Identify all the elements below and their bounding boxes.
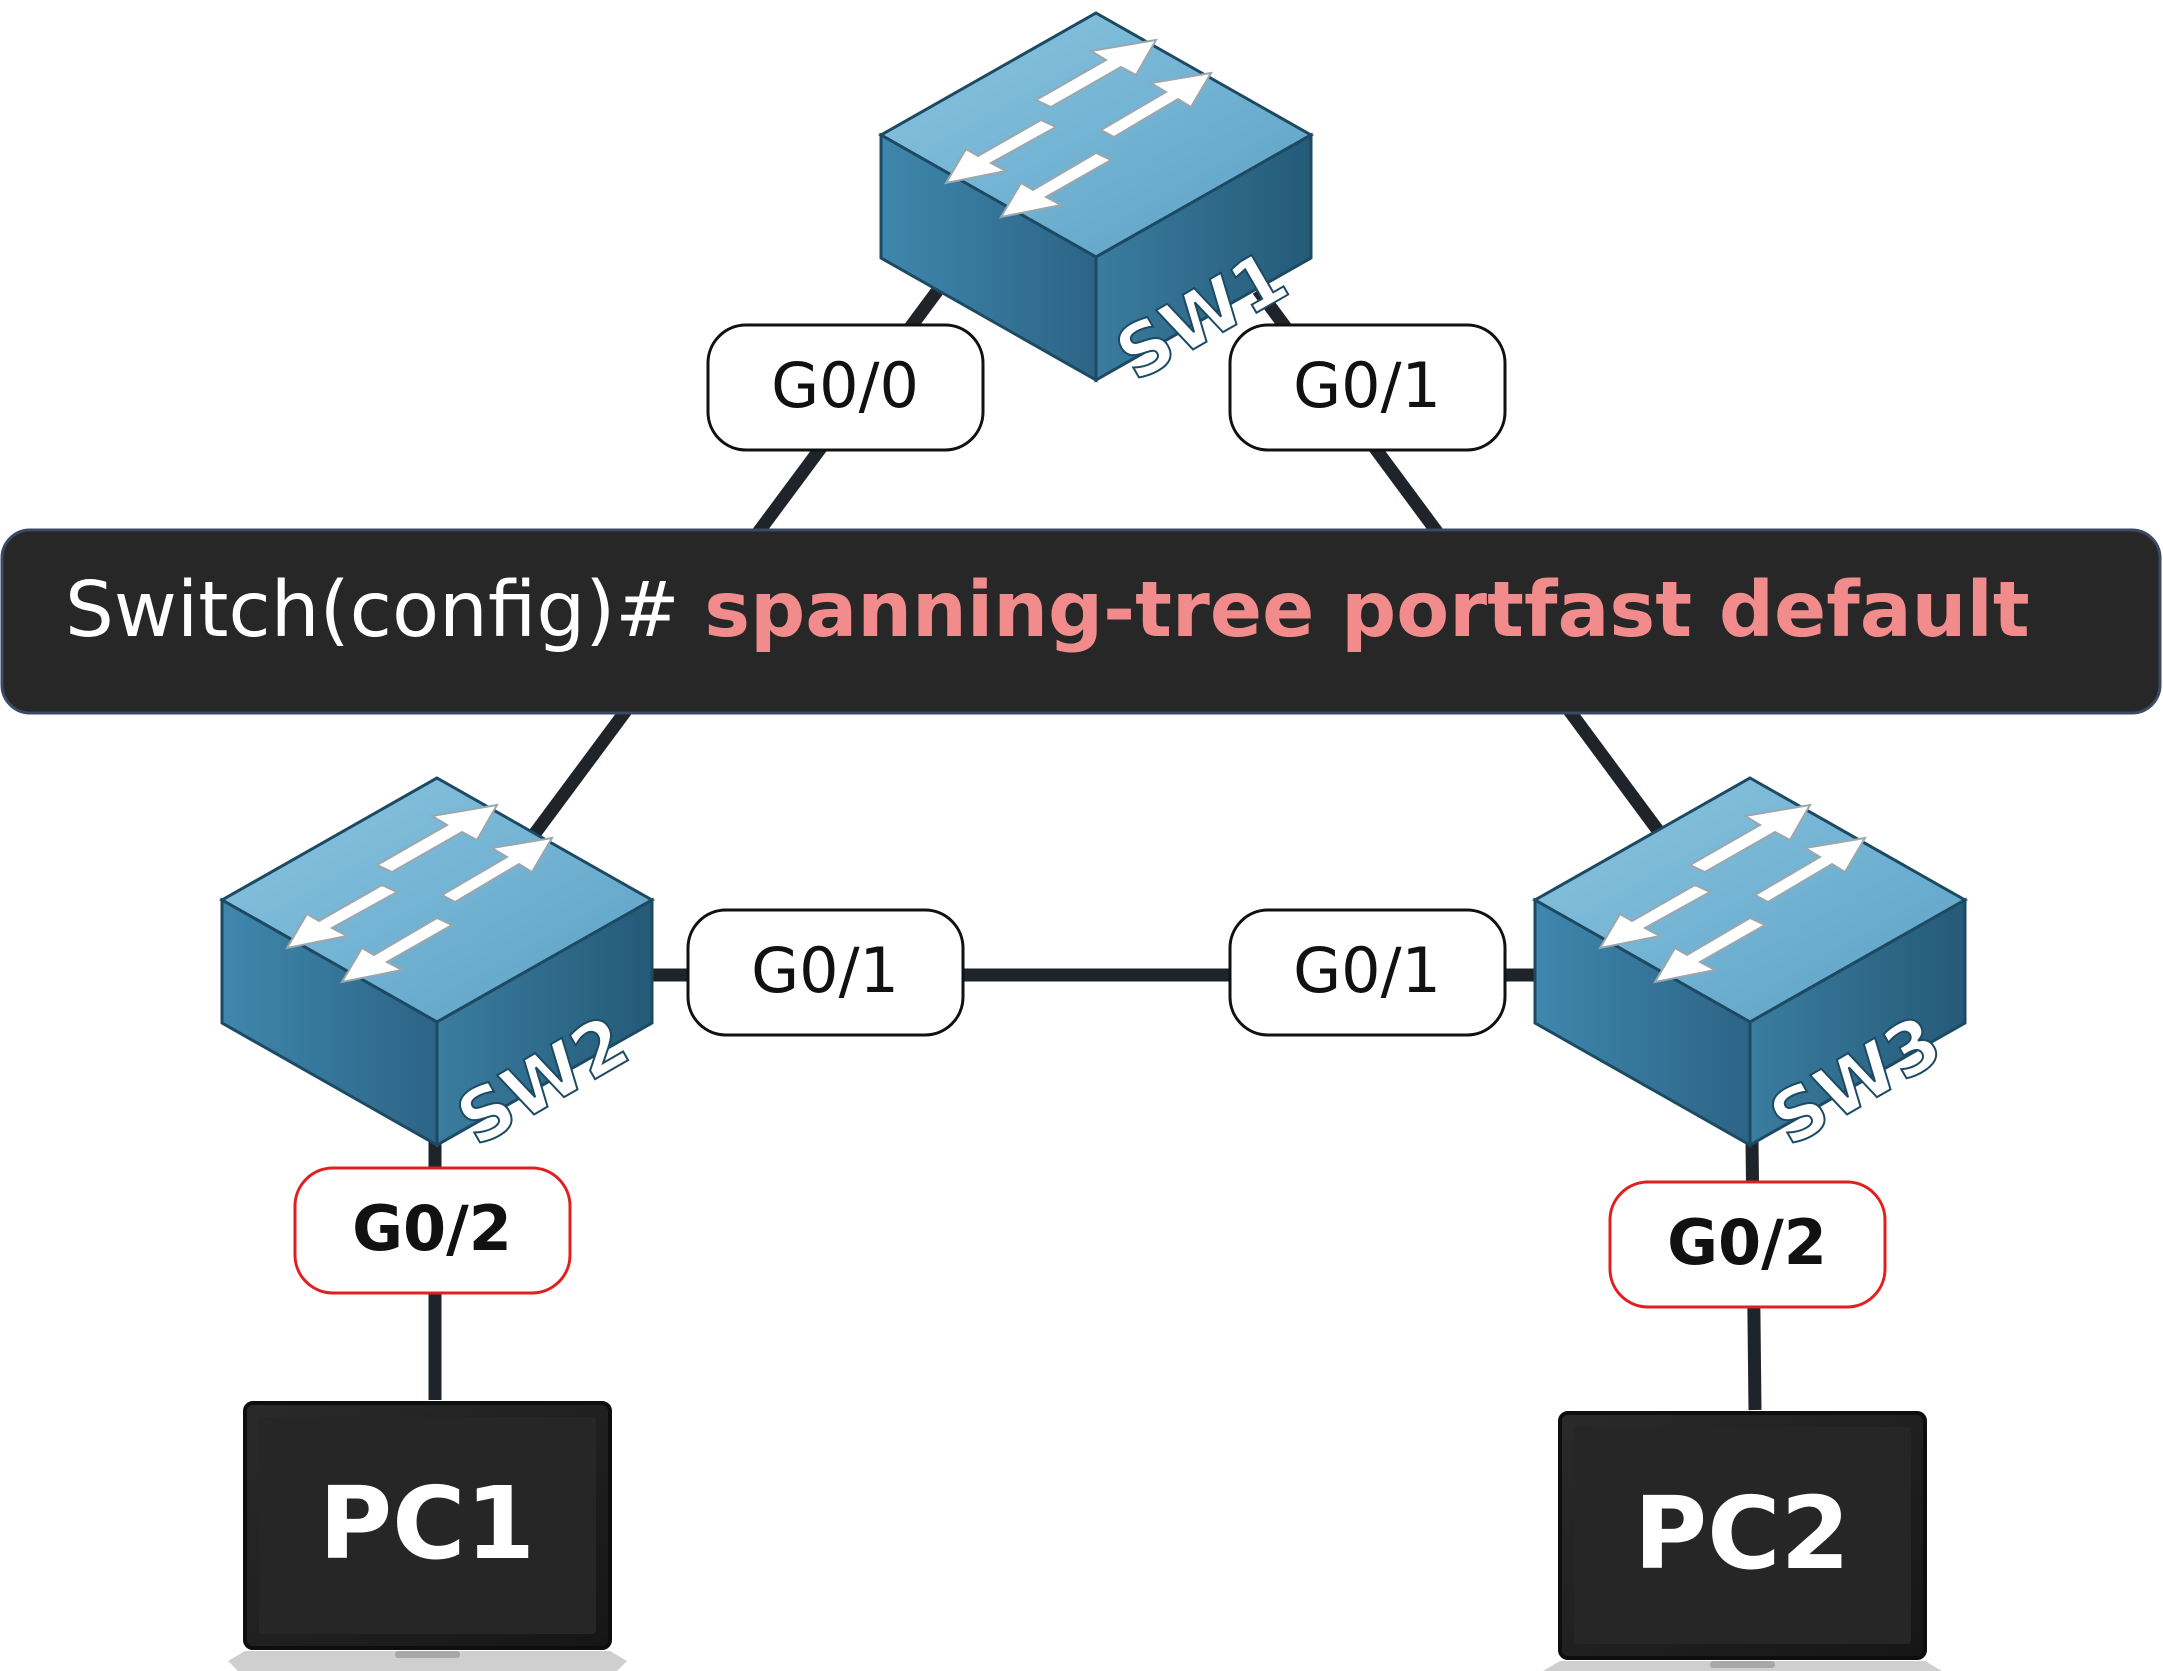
command-line: Switch(config)# spanning-tree portfast d… bbox=[65, 566, 2030, 655]
command-banner: Switch(config)# spanning-tree portfast d… bbox=[0, 528, 2162, 715]
port-label-sw1-g0-0: G0/0 bbox=[706, 323, 985, 452]
command-banner-bg bbox=[0, 528, 2162, 715]
port-label-sw3-g0-1-text: G0/1 bbox=[1293, 934, 1441, 1007]
port-label-sw1-g0-0-text: G0/0 bbox=[771, 349, 919, 422]
port-label-sw2-g0-1: G0/1 bbox=[686, 908, 965, 1037]
switch-sw2[interactable]: SW2 bbox=[220, 776, 654, 1163]
port-label-sw3-g0-2: G0/2 bbox=[1608, 1180, 1887, 1309]
port-label-sw1-g0-1: G0/1 bbox=[1228, 323, 1507, 452]
laptop-pc2-label: PC2 bbox=[1634, 1475, 1850, 1592]
port-label-sw2-g0-2-text: G0/2 bbox=[352, 1192, 512, 1265]
port-label-sw2-g0-1-text: G0/1 bbox=[751, 934, 899, 1007]
switch-sw3[interactable]: SW3 bbox=[1533, 776, 1967, 1163]
port-label-sw3-g0-1: G0/1 bbox=[1228, 908, 1507, 1037]
links bbox=[428, 286, 1762, 1411]
command-highlight: spanning-tree portfast default bbox=[704, 566, 2029, 655]
laptop-pc2[interactable]: PC2 bbox=[1541, 1411, 1944, 1671]
laptop-pc1[interactable]: PC1 bbox=[226, 1401, 629, 1671]
command-prompt: Switch(config)# bbox=[65, 566, 704, 655]
laptop-pc1-label: PC1 bbox=[319, 1465, 535, 1582]
port-label-sw1-g0-1-text: G0/1 bbox=[1293, 349, 1441, 422]
port-label-sw2-g0-2: G0/2 bbox=[293, 1166, 572, 1295]
port-label-sw3-g0-2-text: G0/2 bbox=[1667, 1206, 1827, 1279]
